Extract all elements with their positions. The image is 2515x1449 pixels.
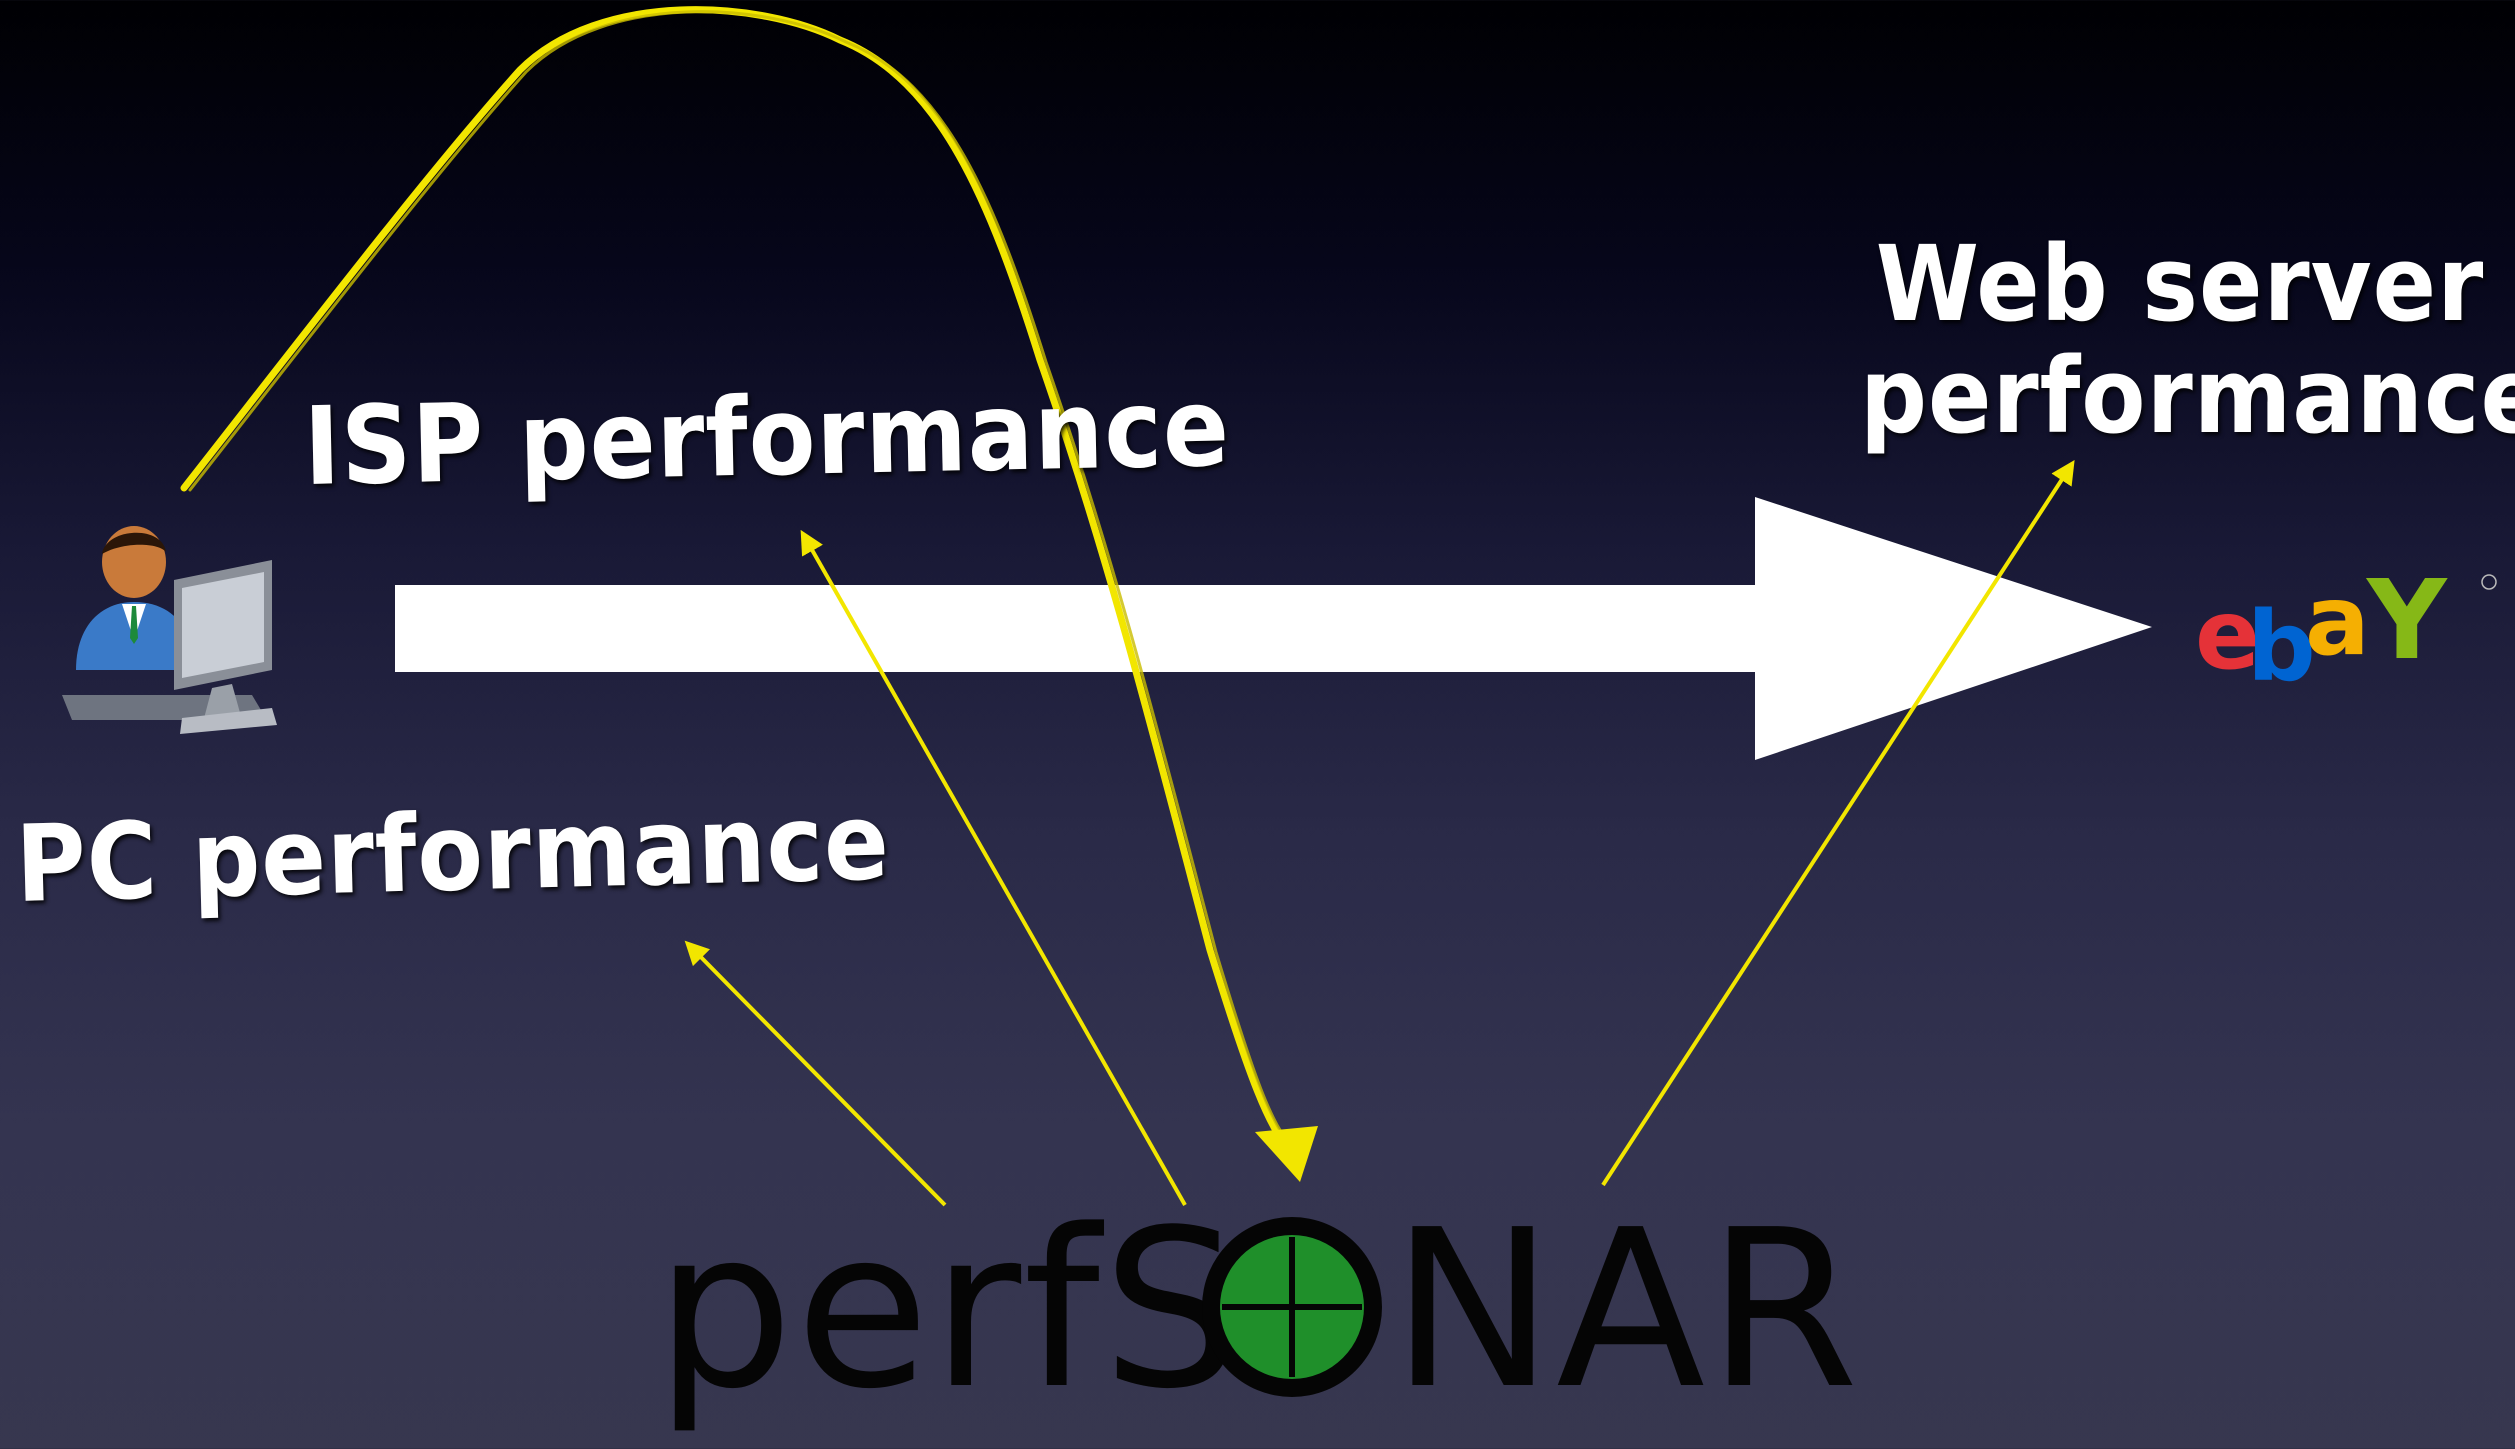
arrow-to-pc-performance: [684, 940, 947, 1207]
hand-drawn-curve: [180, 6, 1294, 1154]
hand-drawn-arrowhead: [1255, 1126, 1318, 1182]
user-at-computer-icon: [62, 526, 277, 734]
svg-text:b: b: [2247, 591, 2312, 703]
isp-performance-label: ISP performance: [302, 365, 1232, 510]
sonar-crosshair-icon: [1202, 1217, 1382, 1397]
arrow-to-web-server-performance: [1601, 459, 2075, 1187]
web-server-performance-line-1: Web server: [1875, 223, 2485, 345]
perfsonar-logo: perfS NAR: [655, 1195, 1861, 1437]
web-server-performance-line-2: performance: [1860, 335, 2515, 458]
web-server-performance-label: Web server performance: [1860, 223, 2515, 458]
main-flow-arrow: [395, 497, 2152, 760]
svg-text:a: a: [2305, 568, 2363, 677]
arrow-to-isp-performance: [800, 529, 1187, 1206]
hand-drawn-curve-shadow: [188, 10, 1294, 1148]
svg-text:NAR: NAR: [1391, 1195, 1861, 1437]
pc-performance-label: PC performance: [14, 780, 892, 926]
svg-text:Y: Y: [2365, 568, 2448, 684]
ebay-logo: e b a Y: [2195, 568, 2497, 703]
svg-text:perfS: perfS: [655, 1195, 1242, 1437]
